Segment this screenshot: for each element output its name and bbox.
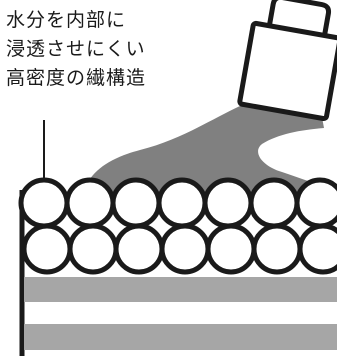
fiber-circle [67, 223, 119, 275]
fiber-rows [18, 177, 337, 275]
fiber-circle [205, 223, 257, 275]
fiber-circle [202, 177, 254, 229]
fiber-circle [110, 177, 162, 229]
fiber-circle [294, 177, 337, 229]
fabric-layers [19, 190, 337, 356]
fiber-circle [113, 223, 165, 275]
fiber-circle [297, 223, 337, 275]
bag-icon [237, 0, 337, 122]
fiber-circle [251, 223, 303, 275]
fiber-circle [21, 223, 73, 275]
fiber-circle [156, 177, 208, 229]
caption-line-2: 浸透させにくい [6, 38, 146, 60]
caption: 水分を内部に 浸透させにくい 高密度の繊構造 [6, 6, 146, 93]
caption-line-1: 水分を内部に [6, 9, 127, 31]
fiber-circle [64, 177, 116, 229]
band-lower [24, 324, 337, 350]
fiber-circle [159, 223, 211, 275]
liquid-puddle [84, 94, 337, 198]
band-upper [24, 277, 337, 302]
caption-line-3: 高密度の繊構造 [6, 67, 147, 89]
fiber-circle [18, 177, 70, 229]
fiber-circle [248, 177, 300, 229]
